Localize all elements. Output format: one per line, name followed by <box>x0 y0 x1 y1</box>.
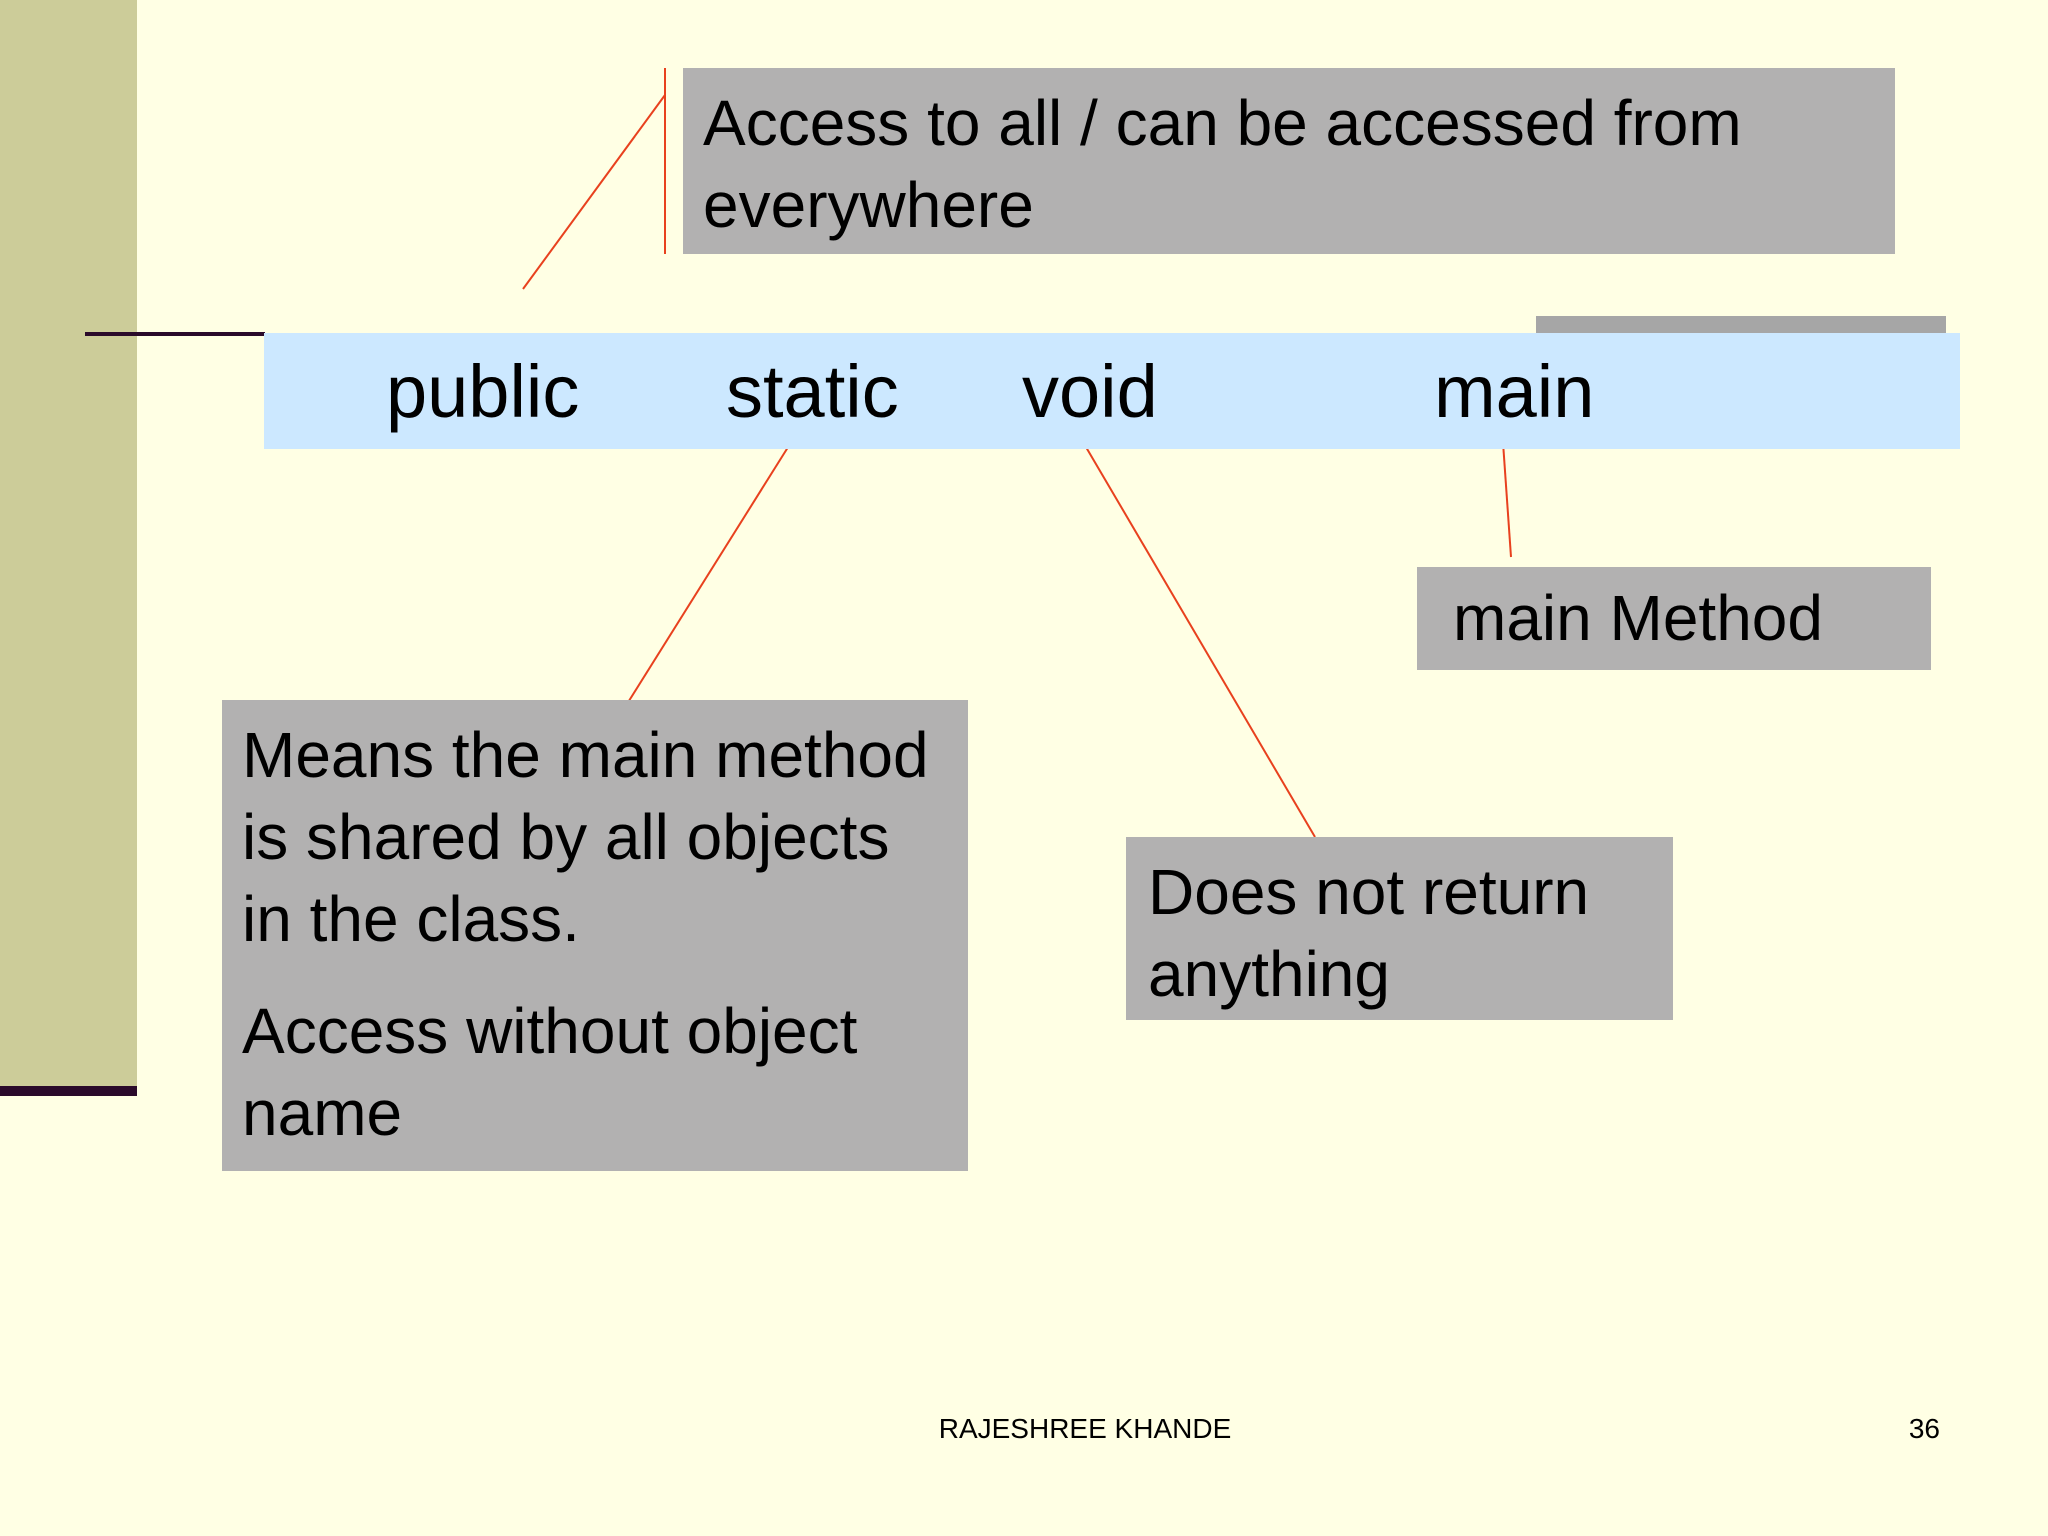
left-decorative-bar <box>0 0 137 1086</box>
decorative-strip <box>1536 316 1946 336</box>
callout-void: Does not return anything <box>1126 837 1673 1020</box>
keyword-void: void <box>1022 350 1158 433</box>
keyword-main: main <box>1434 350 1595 433</box>
callout-main: main Method <box>1417 567 1931 670</box>
callout-static: Means the main method is shared by all o… <box>222 700 968 1171</box>
callout-void-text: Does not return anything <box>1148 856 1590 1010</box>
footer-author: RAJESHREE KHANDE <box>938 1413 1232 1444</box>
keyword-public: public <box>386 350 580 433</box>
connector-public <box>522 94 666 290</box>
callout-public: Access to all / can be accessed from eve… <box>683 68 1895 254</box>
callout-static-text-2: Access without object name <box>242 995 858 1149</box>
connector-void <box>1082 441 1316 838</box>
keyword-band <box>264 333 1960 449</box>
left-bar-bottom-rule <box>0 1086 137 1096</box>
page-number: 36 <box>1908 1413 1940 1444</box>
connector-static <box>626 443 791 705</box>
keyword-static: static <box>726 350 899 433</box>
callout-static-text-1: Means the main method is shared by all o… <box>242 719 929 955</box>
callout-main-text: main Method <box>1453 582 1823 654</box>
top-left-rule <box>85 332 265 336</box>
callout-public-text: Access to all / can be accessed from eve… <box>703 87 1742 241</box>
